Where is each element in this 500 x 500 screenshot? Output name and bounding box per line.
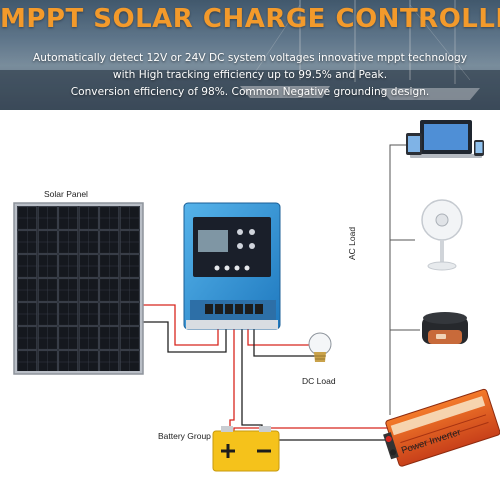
wire-battery-positive bbox=[229, 328, 235, 432]
banner-description-line-1: Automatically detect 12V or 24V DC syste… bbox=[32, 52, 468, 64]
wire-ac-bus bbox=[389, 144, 410, 415]
rice-cooker bbox=[422, 312, 468, 344]
solar-panel-label: Solar Panel bbox=[44, 189, 88, 199]
dc-load-bulb bbox=[308, 332, 332, 362]
wire-inverter-negative bbox=[265, 434, 401, 458]
wire-solar-positive bbox=[136, 304, 219, 346]
plus-icon bbox=[221, 444, 235, 458]
laptop-tablet-devices bbox=[406, 120, 484, 158]
solar-panel bbox=[13, 202, 144, 375]
lcd-screen bbox=[198, 230, 228, 252]
dc-load-label: DC Load bbox=[302, 376, 336, 386]
wire-battery-negative bbox=[241, 328, 263, 432]
battery bbox=[212, 426, 280, 472]
harbor-photo-background bbox=[0, 0, 500, 110]
banner-title: MPPT SOLAR CHARGE CONTROLLER bbox=[0, 4, 500, 34]
battery-group-label: Battery Group bbox=[158, 431, 211, 441]
header-banner: MPPT SOLAR CHARGE CONTROLLER Automatical… bbox=[0, 0, 500, 110]
power-inverter bbox=[383, 388, 500, 467]
mppt-controller bbox=[183, 202, 281, 330]
electric-fan bbox=[421, 199, 463, 271]
ac-load-label: AC Load bbox=[347, 226, 357, 260]
wire-solar-negative bbox=[136, 321, 227, 353]
banner-description-line-3: Conversion efficiency of 98%. Common Neg… bbox=[70, 86, 430, 98]
wiring-diagram bbox=[13, 120, 500, 472]
banner-description-line-2: with High tracking efficiency up to 99.5… bbox=[112, 69, 388, 81]
